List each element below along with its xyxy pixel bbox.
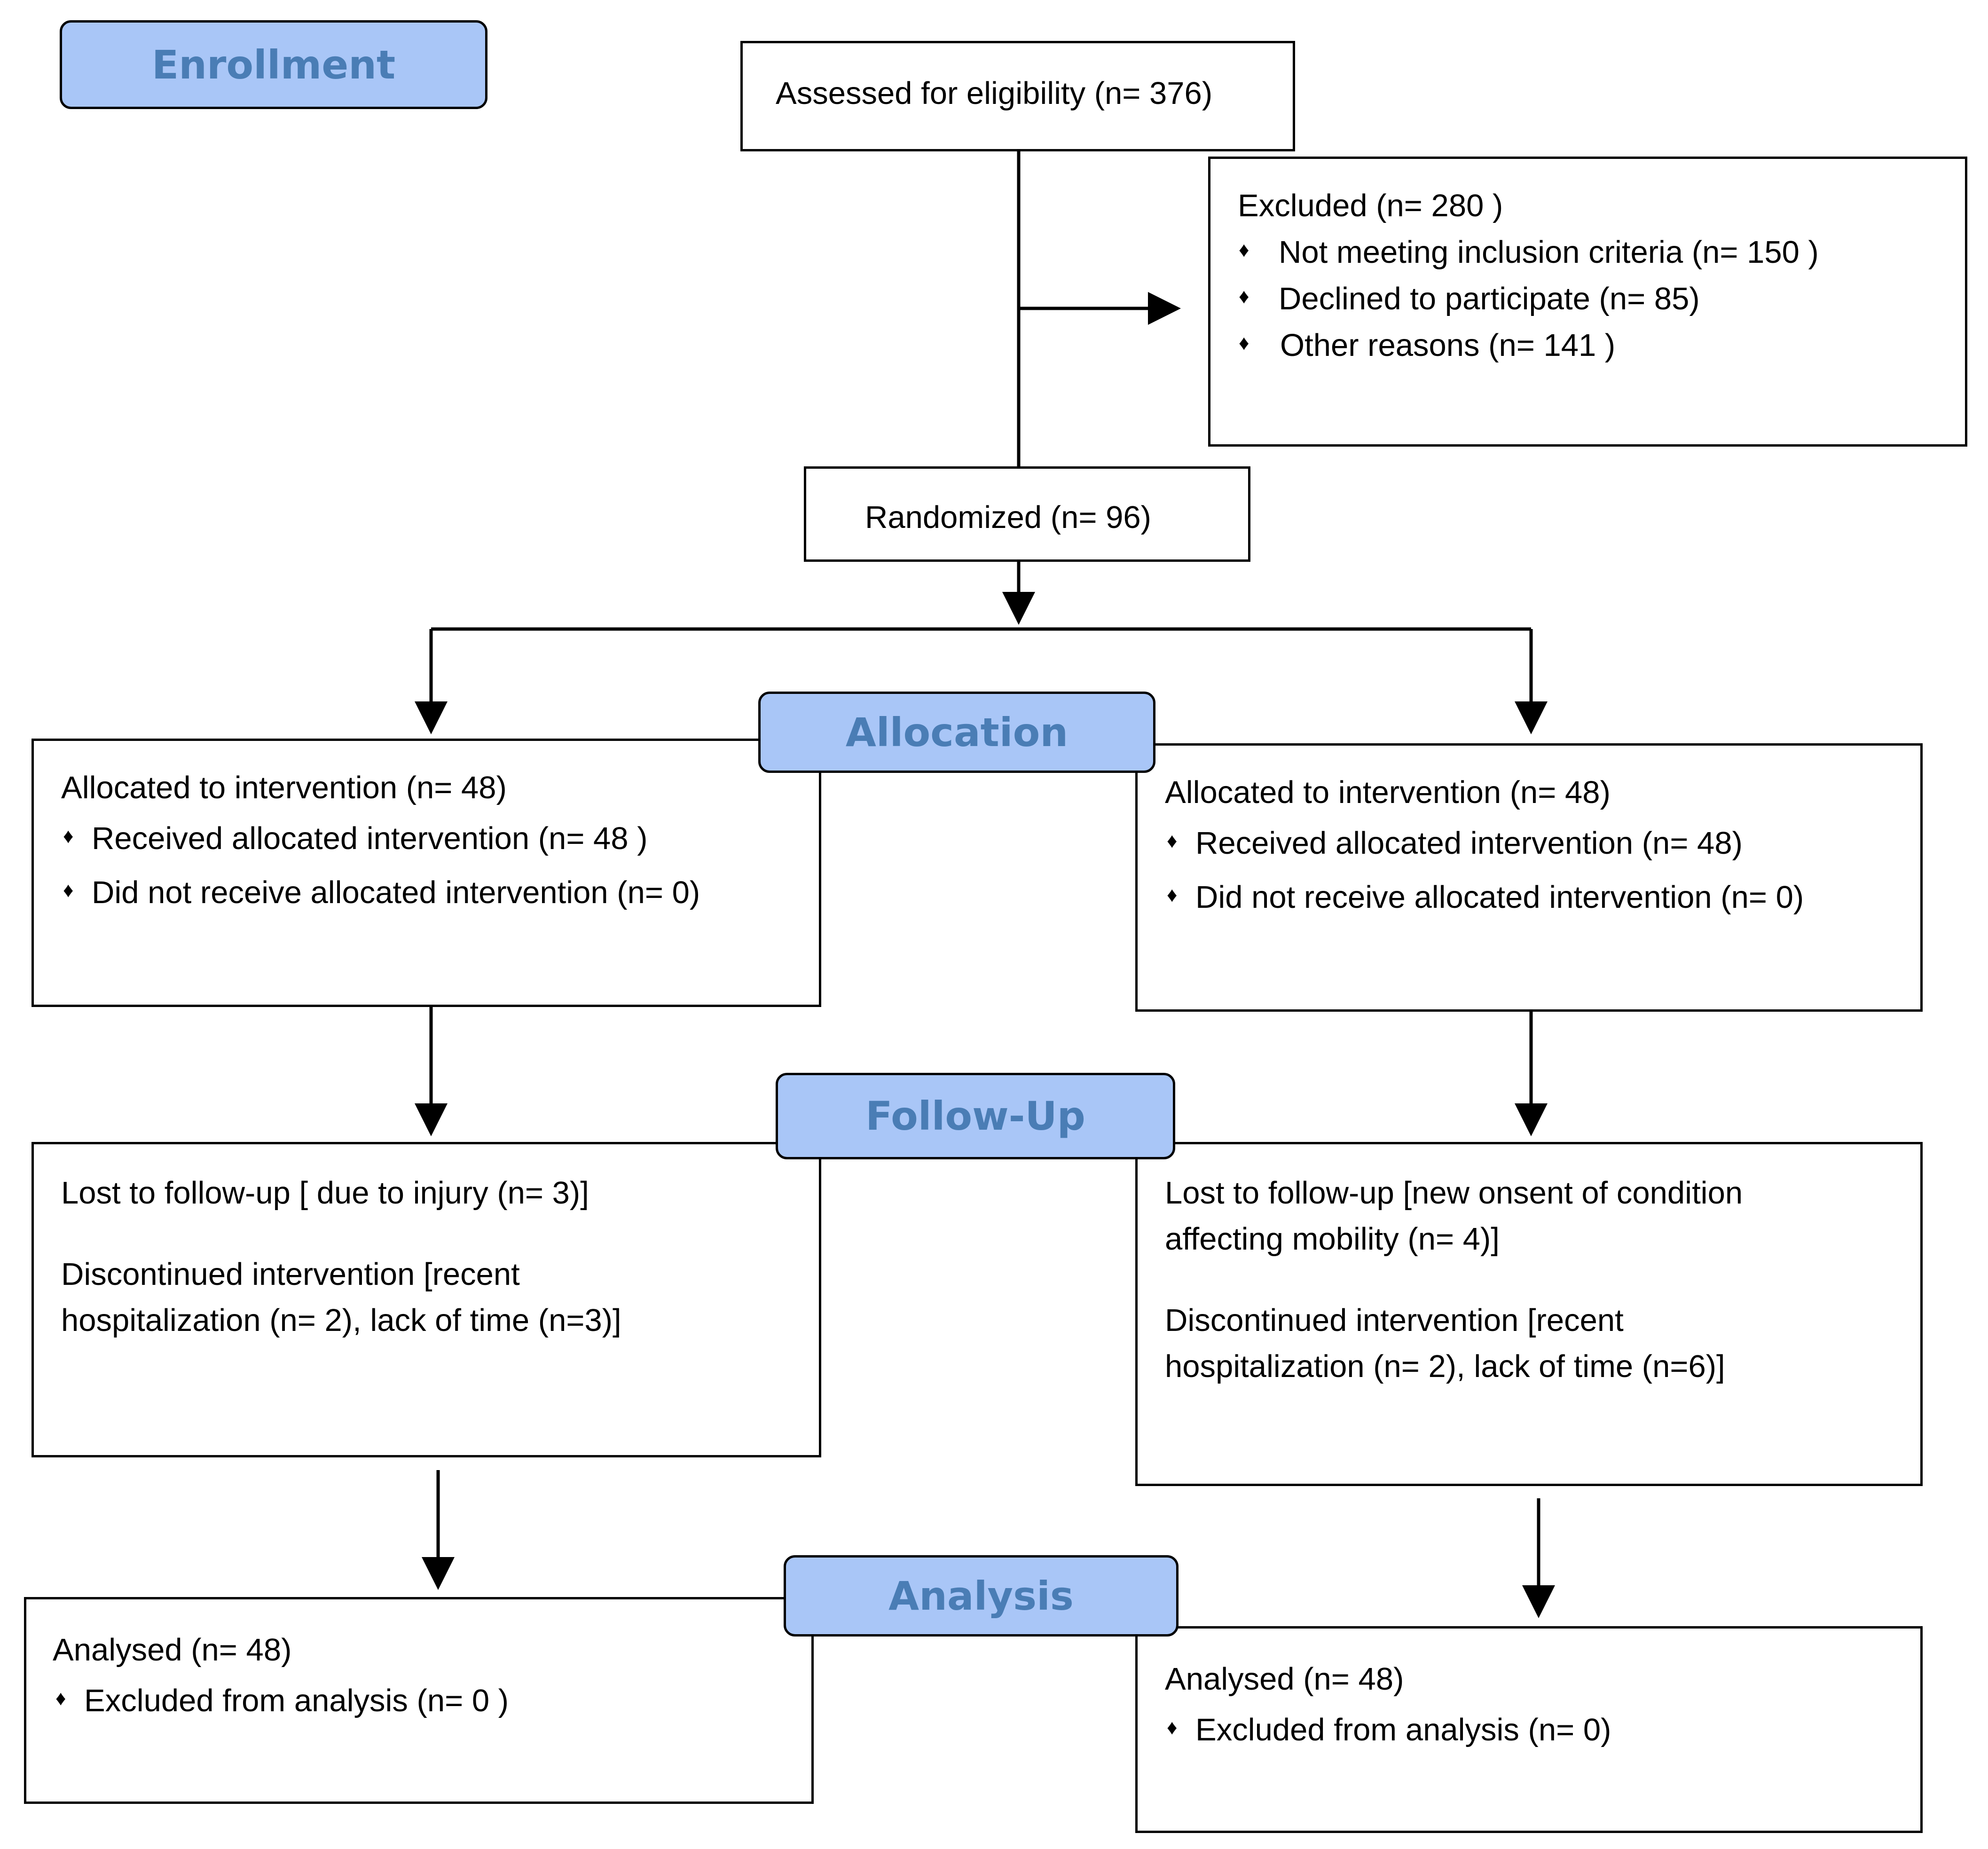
excluded-box: Excluded (n= 280 ) ♦ Not meeting inclusi… (1208, 157, 1967, 447)
analysis-left-bullet: ♦ (55, 1687, 66, 1710)
excluded-item-declined: Declined to participate (n= 85) (1279, 281, 1700, 316)
allocation-left-not-received: Did not receive allocated intervention (… (92, 875, 700, 910)
stage-label-follow-up: Follow-Up (776, 1073, 1175, 1159)
analysis-right-excluded: Excluded from analysis (n= 0) (1195, 1712, 1611, 1747)
excluded-item-not-meeting-criteria: Not meeting inclusion criteria (n= 150 ) (1279, 235, 1819, 270)
followup-right-discontinued-line-2: hospitalization (n= 2), lack of time (n=… (1165, 1349, 1725, 1384)
assessed-text: Assessed for eligibility (n= 376) (776, 76, 1213, 111)
followup-left-box: Lost to follow-up [ due to injury (n= 3)… (31, 1142, 821, 1457)
randomized-box: Randomized (n= 96) (804, 466, 1250, 562)
analysis-right-box: Analysed (n= 48) ♦ Excluded from analysi… (1135, 1626, 1923, 1833)
analysis-left-box: Analysed (n= 48) ♦ Excluded from analysi… (24, 1597, 814, 1804)
allocation-right-not-received: Did not receive allocated intervention (… (1195, 880, 1804, 915)
allocation-right-received: Received allocated intervention (n= 48) (1195, 826, 1743, 861)
stage-label-enrollment: Enrollment (60, 20, 487, 109)
excluded-bullet-1: ♦ (1239, 238, 1249, 261)
analysis-right-bullet: ♦ (1167, 1716, 1178, 1739)
analysis-right-title: Analysed (n= 48) (1165, 1661, 1404, 1697)
excluded-item-other-reasons: Other reasons (n= 141 ) (1280, 328, 1616, 363)
allocation-left-bullet-1: ♦ (63, 825, 74, 848)
assessed-box: Assessed for eligibility (n= 376) (740, 41, 1295, 151)
stage-label-analysis: Analysis (784, 1555, 1179, 1637)
analysis-left-excluded: Excluded from analysis (n= 0 ) (84, 1683, 509, 1718)
followup-left-discontinued-line-1: Discontinued intervention [recent (61, 1257, 520, 1292)
allocation-left-title: Allocated to intervention (n= 48) (61, 770, 507, 805)
allocation-right-bullet-2: ♦ (1167, 883, 1178, 906)
allocation-left-received: Received allocated intervention (n= 48 ) (92, 821, 648, 856)
excluded-bullet-2: ♦ (1239, 285, 1249, 308)
stage-label-allocation: Allocation (758, 692, 1155, 773)
allocation-right-bullet-1: ♦ (1167, 829, 1178, 852)
followup-left-discontinued-line-2: hospitalization (n= 2), lack of time (n=… (61, 1303, 621, 1338)
followup-right-discontinued-line-1: Discontinued intervention [recent (1165, 1303, 1624, 1338)
analysis-left-title: Analysed (n= 48) (53, 1632, 292, 1668)
allocation-left-box: Allocated to intervention (n= 48) ♦ Rece… (31, 739, 821, 1007)
excluded-title: Excluded (n= 280 ) (1238, 188, 1503, 223)
randomized-text: Randomized (n= 96) (865, 500, 1151, 535)
allocation-right-box: Allocated to intervention (n= 48) ♦ Rece… (1135, 743, 1923, 1012)
followup-left-lost: Lost to follow-up [ due to injury (n= 3)… (61, 1175, 589, 1211)
allocation-right-title: Allocated to intervention (n= 48) (1165, 775, 1611, 810)
followup-right-lost-line-2: affecting mobility (n= 4)] (1165, 1221, 1500, 1257)
followup-right-lost-line-1: Lost to follow-up [new onsent of conditi… (1165, 1175, 1743, 1211)
excluded-bullet-3: ♦ (1239, 331, 1249, 354)
allocation-left-bullet-2: ♦ (63, 879, 74, 902)
followup-right-box: Lost to follow-up [new onsent of conditi… (1135, 1142, 1923, 1486)
